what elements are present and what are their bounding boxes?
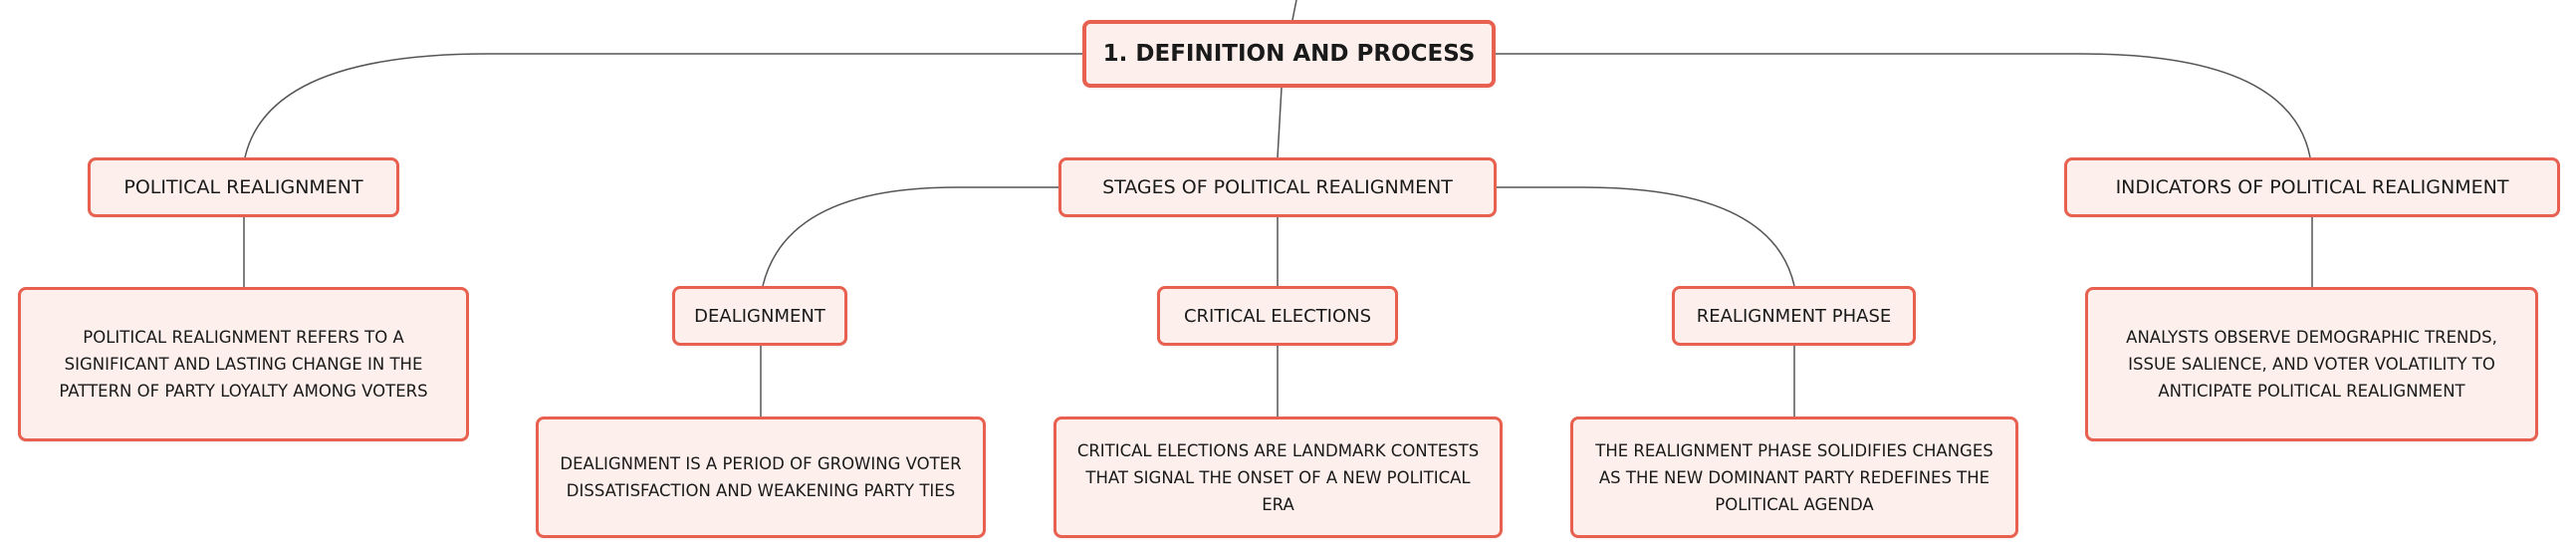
political-realignment-description: POLITICAL REALIGNMENT REFERS TO A SIGNIF… xyxy=(59,328,428,401)
indicators-description: ANALYSTS OBSERVE DEMOGRAPHIC TRENDS, ISS… xyxy=(2126,328,2497,401)
critical-elections-description-node[interactable]: CRITICAL ELECTIONS ARE LANDMARK CONTESTS… xyxy=(1054,417,1503,538)
indicators-description-node[interactable]: ANALYSTS OBSERVE DEMOGRAPHIC TRENDS, ISS… xyxy=(2085,287,2538,441)
root-label: 1. DEFINITION AND PROCESS xyxy=(1102,41,1476,67)
connector-root-to-indicators xyxy=(1496,53,2311,158)
realignment-phase-label: REALIGNMENT PHASE xyxy=(1696,305,1892,327)
political-realignment-node[interactable]: POLITICAL REALIGNMENT xyxy=(88,157,399,217)
connector-root-to-stages xyxy=(1277,87,1283,158)
root-node[interactable]: 1. DEFINITION AND PROCESS xyxy=(1082,20,1496,88)
indicators-label: INDICATORS OF POLITICAL REALIGNMENT xyxy=(2115,176,2509,198)
political-realignment-label: POLITICAL REALIGNMENT xyxy=(123,176,363,198)
stages-node[interactable]: STAGES OF POLITICAL REALIGNMENT xyxy=(1058,157,1497,217)
critical-elections-description: CRITICAL ELECTIONS ARE LANDMARK CONTESTS… xyxy=(1076,440,1480,514)
dealignment-label: DEALIGNMENT xyxy=(694,305,825,327)
political-realignment-description-node[interactable]: POLITICAL REALIGNMENT REFERS TO A SIGNIF… xyxy=(18,287,469,441)
realignment-phase-description: THE REALIGNMENT PHASE SOLIDIFIES CHANGES… xyxy=(1595,440,1993,514)
dealignment-description-node[interactable]: DEALIGNMENT IS A PERIOD OF GROWING VOTER… xyxy=(536,417,986,538)
connector-root-incoming xyxy=(1291,0,1297,21)
connector-stages-to-realignment-phase xyxy=(1497,186,1795,287)
stages-label: STAGES OF POLITICAL REALIGNMENT xyxy=(1102,176,1453,198)
critical-elections-node[interactable]: CRITICAL ELECTIONS xyxy=(1157,286,1398,346)
critical-elections-label: CRITICAL ELECTIONS xyxy=(1183,305,1372,327)
dealignment-node[interactable]: DEALIGNMENT xyxy=(672,286,847,346)
realignment-phase-description-node[interactable]: THE REALIGNMENT PHASE SOLIDIFIES CHANGES… xyxy=(1570,417,2018,538)
dealignment-description: DEALIGNMENT IS A PERIOD OF GROWING VOTER… xyxy=(560,454,962,500)
connector-root-to-political-realignment xyxy=(244,53,1082,158)
realignment-phase-node[interactable]: REALIGNMENT PHASE xyxy=(1672,286,1916,346)
connector-stages-to-dealignment xyxy=(762,186,1058,287)
indicators-node[interactable]: INDICATORS OF POLITICAL REALIGNMENT xyxy=(2064,157,2560,217)
